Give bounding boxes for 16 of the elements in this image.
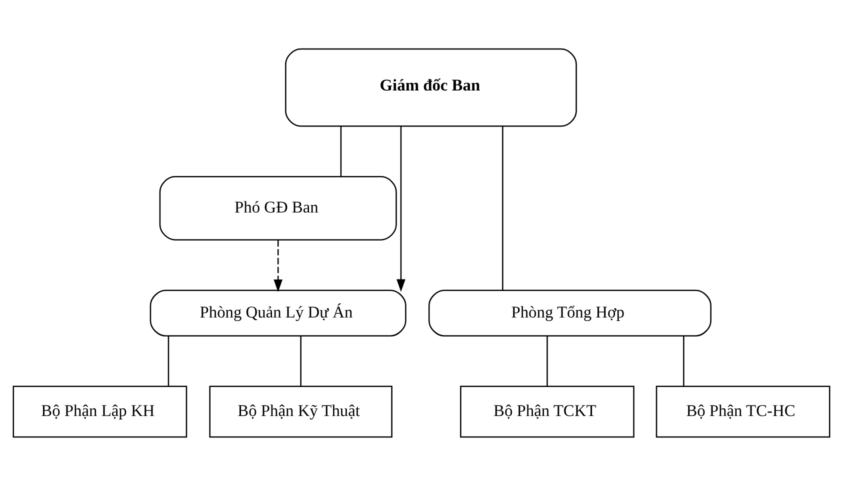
connector xyxy=(546,335,548,386)
node-box: Bộ Phận TCKT xyxy=(460,385,634,438)
node-box: Bộ Phận Lập KH xyxy=(12,385,188,438)
connector xyxy=(300,335,302,386)
arrow xyxy=(274,240,283,292)
node-box: Phòng Quản Lý Dự Án xyxy=(150,289,406,336)
arrow xyxy=(396,126,406,292)
node-box: Bộ Phận TC-HC xyxy=(656,385,830,438)
node-box: Giám đốc Ban xyxy=(285,48,577,126)
connector xyxy=(683,335,684,386)
node-box: Bộ Phận Kỹ Thuật xyxy=(209,385,392,438)
node-box: Phó GĐ Ban xyxy=(159,176,397,240)
node-box: Phòng Tổng Hợp xyxy=(428,289,712,336)
connector xyxy=(340,126,342,176)
connector xyxy=(168,335,170,386)
connector xyxy=(502,126,504,290)
